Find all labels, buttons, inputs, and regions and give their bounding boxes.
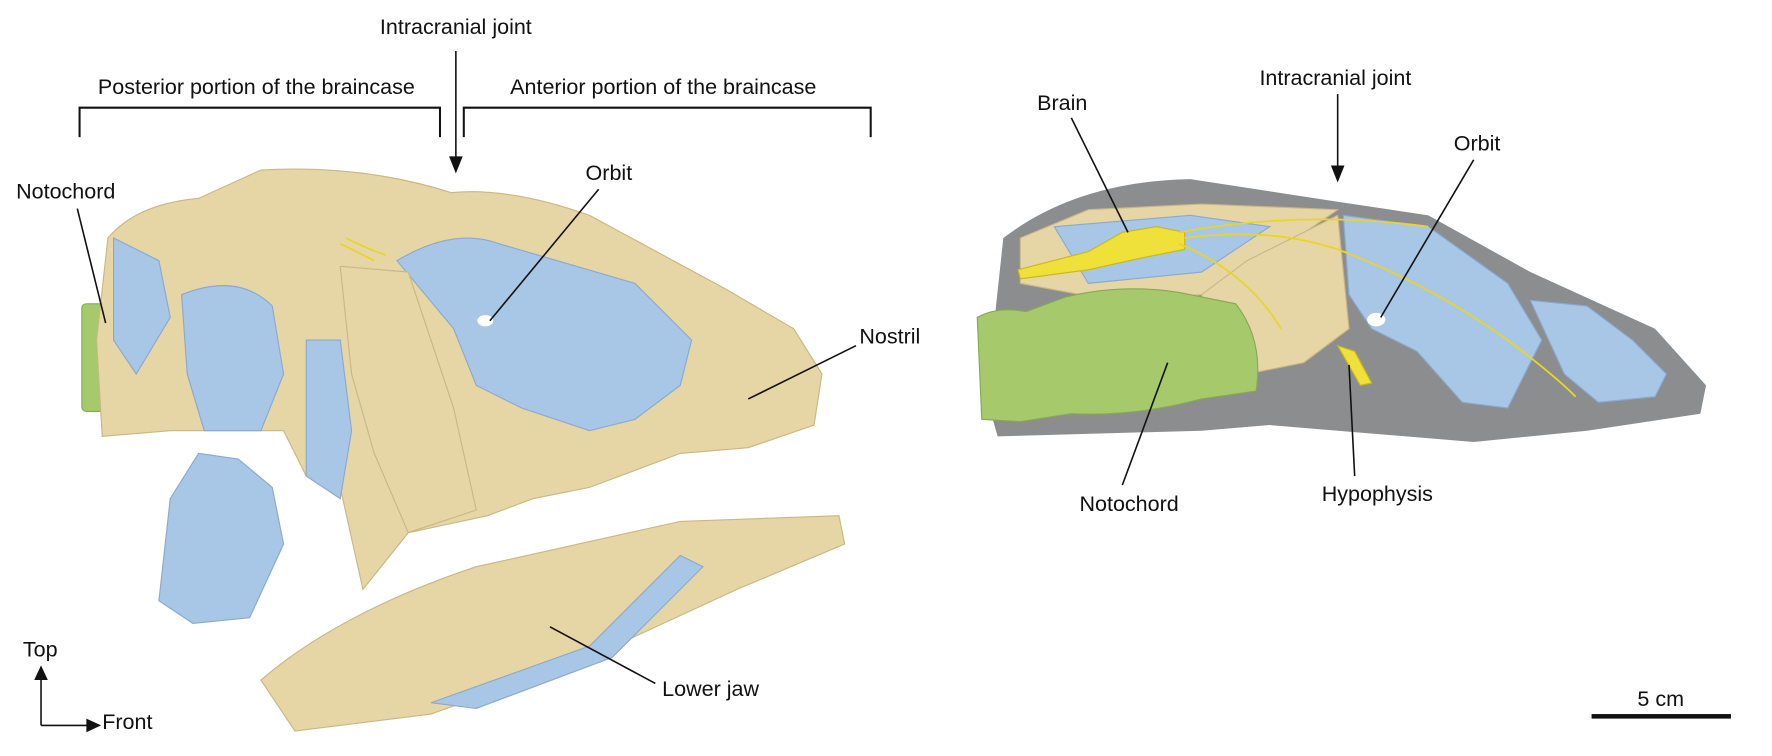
left-orbit-label: Orbit [586,161,633,185]
right-notochord-label: Notochord [1079,492,1178,516]
right-nerve-lines [1178,218,1577,398]
right-orbit-label: Orbit [1454,132,1501,156]
left-skull-model [81,168,846,732]
anterior-bracket [462,106,872,138]
hypophysis-shape [1336,344,1373,387]
orientation-top-label: Top [23,637,58,661]
scale-bar [1591,714,1731,719]
arrow-right-icon [86,718,102,733]
brain-label: Brain [1037,91,1087,115]
left-occipital-shape [112,237,171,376]
left-palatoquadrate-shape [305,339,353,500]
brain-leader [1070,117,1129,233]
posterior-bracket [78,106,442,138]
right-section-model [976,179,1707,443]
left-lower-jaw-cartilage-shape [430,554,704,709]
left-cranium-shape [95,168,823,591]
lower-jaw-leader [549,626,656,685]
arrow-up-icon [34,665,48,681]
left-orbit-region-shape [396,237,693,432]
right-notochord-shape [976,288,1259,423]
left-intracranial-joint-label: Intracranial joint [380,15,532,39]
right-intracranial-joint-label: Intracranial joint [1259,66,1411,90]
left-notochord-leader [76,208,107,324]
left-otic-shape [180,285,285,432]
posterior-braincase-label: Posterior portion of the braincase [98,75,415,99]
left-notochord-label: Notochord [16,179,115,203]
left-orbit-leader [489,188,600,322]
left-orbit-hole [477,315,494,327]
brain-shape [1017,226,1186,280]
hypophysis-leader [1348,364,1356,477]
left-hyomandibula-shape [339,265,477,534]
left-nerve-lines [339,237,386,262]
anterior-braincase-label: Anterior portion of the braincase [510,75,816,99]
orientation-front-label: Front [102,710,152,734]
nostril-label: Nostril [859,324,920,348]
left-gill-arch-shape [158,452,285,624]
hypophysis-label: Hypophysis [1322,482,1433,506]
scale-bar-label: 5 cm [1637,687,1684,711]
nostril-leader [747,344,857,400]
right-orbit-leader [1380,159,1475,318]
right-nasal-shape [1529,299,1668,403]
right-intracranial-arrowhead-icon [1330,165,1345,183]
left-intracranial-arrowhead-icon [449,156,463,174]
right-orbit-region-shape [1342,214,1543,409]
orientation-axes [40,675,89,727]
right-notochord-leader [1121,362,1169,486]
lower-jaw-label: Lower jaw [662,677,759,701]
